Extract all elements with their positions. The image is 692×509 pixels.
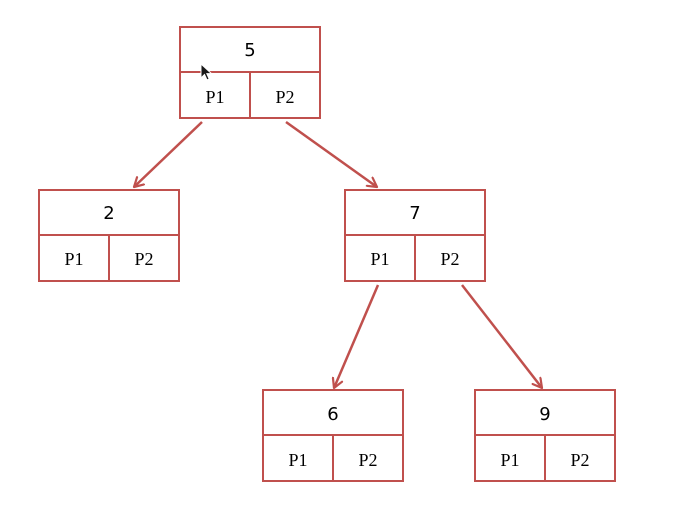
edge-7-to-6 <box>334 284 380 388</box>
node-pointer-p2: P2 <box>275 87 294 107</box>
node-key: 2 <box>103 203 114 224</box>
edge-7-to-9 <box>461 284 542 388</box>
node-pointer-p2: P2 <box>440 249 459 269</box>
edges-layer <box>134 120 542 388</box>
tree-node-9: 9 P1 P2 <box>474 389 616 482</box>
node-pointer-p1: P1 <box>288 450 307 470</box>
edge-5-to-7 <box>285 120 377 187</box>
tree-node-6: 6 P1 P2 <box>262 389 404 482</box>
tree-node-2: 2 P1 P2 <box>38 189 180 282</box>
node-pointer-p1: P1 <box>205 87 224 107</box>
node-pointer-p1: P1 <box>64 249 83 269</box>
edge-5-to-2 <box>134 121 203 187</box>
node-key: 6 <box>327 404 338 425</box>
mouse-cursor-icon <box>200 62 213 81</box>
node-pointer-p2: P2 <box>570 450 589 470</box>
node-key: 9 <box>539 404 550 425</box>
node-pointer-p2: P2 <box>134 249 153 269</box>
tree-node-7: 7 P1 P2 <box>344 189 486 282</box>
node-key: 7 <box>409 203 420 224</box>
node-key: 5 <box>244 40 255 61</box>
node-pointer-p1: P1 <box>500 450 519 470</box>
node-pointer-p2: P2 <box>358 450 377 470</box>
node-pointer-p1: P1 <box>370 249 389 269</box>
